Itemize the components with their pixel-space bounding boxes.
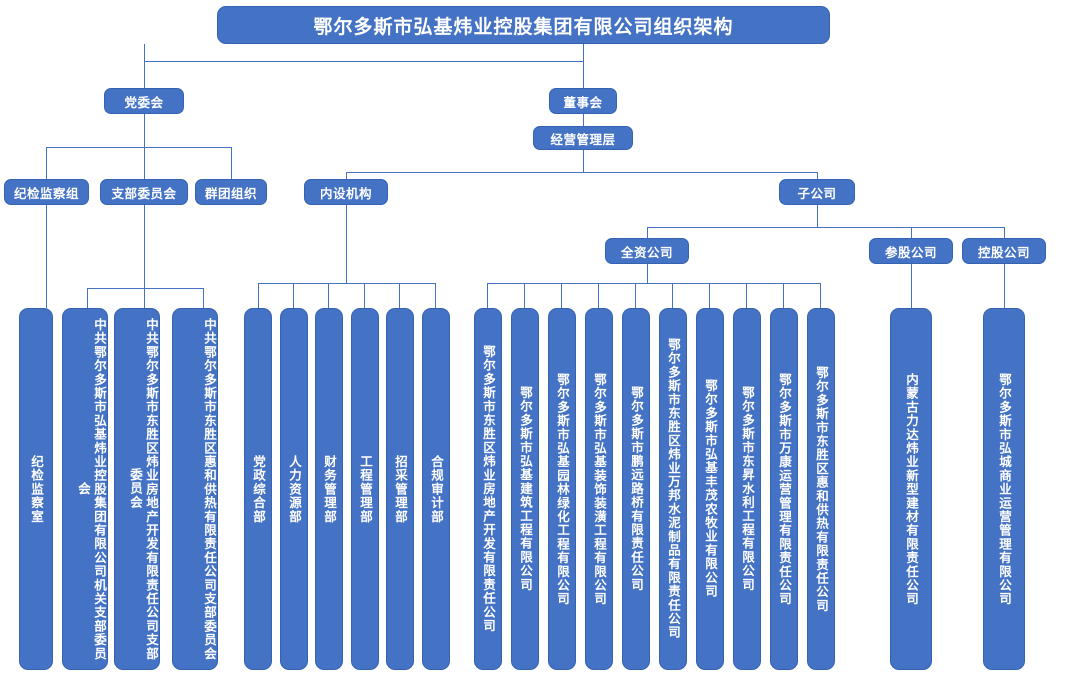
- leaf-department-3[interactable]: 工程管理部: [351, 308, 379, 670]
- connector: [346, 172, 817, 173]
- connector: [598, 283, 599, 308]
- leaf-wholly-owned-2[interactable]: 鄂尔多斯市弘基园林绿化工程有限公司: [548, 308, 576, 670]
- chart-title-box: 鄂尔多斯市弘基炜业控股集团有限公司组织架构: [217, 6, 830, 44]
- leaf-wholly-owned-3[interactable]: 鄂尔多斯市弘基装饰装潢工程有限公司: [585, 308, 613, 670]
- connector: [231, 147, 232, 179]
- connector: [144, 205, 145, 288]
- leaf-wholly-owned-7[interactable]: 鄂尔多斯市东昇水利工程有限公司: [733, 308, 761, 670]
- connector: [258, 283, 435, 284]
- leaf-wholly-owned-6[interactable]: 鄂尔多斯市弘基丰茂农牧业有限公司: [696, 308, 724, 670]
- leaf-discipline-office[interactable]: 纪检监察室: [19, 308, 53, 670]
- connector: [647, 227, 1004, 228]
- connector: [144, 61, 145, 88]
- node-discipline-inspection-group[interactable]: 纪检监察组: [4, 179, 89, 205]
- node-equity-participation-companies[interactable]: 参股公司: [869, 238, 953, 264]
- connector: [346, 205, 347, 283]
- connector: [783, 283, 784, 308]
- leaf-equity-participation-0[interactable]: 内蒙古力达炜业新型建材有限责任公司: [890, 308, 932, 670]
- connector: [144, 61, 583, 62]
- connector: [258, 283, 259, 308]
- leaf-wholly-owned-8[interactable]: 鄂尔多斯市万康运营管理有限责任公司: [770, 308, 798, 670]
- leaf-department-2[interactable]: 财务管理部: [315, 308, 343, 670]
- connector: [46, 147, 231, 148]
- connector: [293, 283, 294, 308]
- connector: [144, 147, 145, 179]
- leaf-wholly-owned-1[interactable]: 鄂尔多斯市弘基建筑工程有限公司: [511, 308, 539, 670]
- connector: [364, 283, 365, 308]
- connector: [820, 283, 821, 308]
- leaf-wholly-owned-9[interactable]: 鄂尔多斯市东胜区惠和供热有限责任公司: [807, 308, 835, 670]
- node-branch-committee[interactable]: 支部委员会: [100, 179, 188, 205]
- node-board-of-directors[interactable]: 董事会: [549, 88, 617, 114]
- connector: [435, 283, 436, 308]
- connector: [87, 288, 88, 308]
- node-mass-organizations[interactable]: 群团组织: [195, 179, 267, 205]
- connector: [144, 44, 145, 61]
- connector: [911, 264, 912, 308]
- node-holding-companies[interactable]: 控股公司: [962, 238, 1046, 264]
- connector: [911, 227, 912, 238]
- leaf-department-1[interactable]: 人力资源部: [280, 308, 308, 670]
- leaf-department-0[interactable]: 党政综合部: [244, 308, 272, 670]
- connector: [144, 288, 145, 308]
- leaf-department-4[interactable]: 招采管理部: [386, 308, 414, 670]
- connector: [487, 283, 821, 284]
- connector: [561, 283, 562, 308]
- node-party-committee[interactable]: 党委会: [104, 88, 184, 114]
- leaf-party-branch-2[interactable]: 中共鄂尔多斯市东胜区惠和供热有限责任公司支部委员会: [172, 308, 218, 670]
- connector: [1004, 227, 1005, 238]
- connector: [709, 283, 710, 308]
- connector: [647, 227, 648, 238]
- leaf-wholly-owned-4[interactable]: 鄂尔多斯市鹏远路桥有限责任公司: [622, 308, 650, 670]
- leaf-holding-0[interactable]: 鄂尔多斯市弘城商业运营管理有限公司: [983, 308, 1025, 670]
- connector: [46, 147, 47, 179]
- connector: [1004, 264, 1005, 308]
- leaf-party-branch-0[interactable]: 中共鄂尔多斯市弘基炜业控股集团有限公司机关支部委员会: [62, 308, 108, 670]
- connector: [524, 283, 525, 308]
- connector: [583, 61, 584, 88]
- connector: [746, 283, 747, 308]
- connector: [399, 283, 400, 308]
- connector: [817, 205, 818, 227]
- connector: [346, 172, 347, 179]
- connector: [328, 283, 329, 308]
- node-subsidiaries[interactable]: 子公司: [779, 179, 855, 205]
- connector: [87, 288, 203, 289]
- connector: [46, 205, 47, 308]
- connector: [144, 114, 145, 147]
- connector: [672, 283, 673, 308]
- leaf-wholly-owned-5[interactable]: 鄂尔多斯市东胜区炜业万邦水泥制品有限责任公司: [659, 308, 687, 670]
- connector: [583, 114, 584, 126]
- connector: [583, 150, 584, 172]
- connector: [647, 264, 648, 283]
- node-management-layer[interactable]: 经营管理层: [533, 126, 633, 150]
- connector: [635, 283, 636, 308]
- leaf-party-branch-1[interactable]: 中共鄂尔多斯市东胜区炜业房地产开发有限责任公司支部委员会: [114, 308, 160, 670]
- node-internal-departments[interactable]: 内设机构: [304, 179, 388, 205]
- connector: [203, 288, 204, 308]
- connector: [583, 44, 584, 61]
- connector: [487, 283, 488, 308]
- leaf-wholly-owned-0[interactable]: 鄂尔多斯市东胜区炜业房地产开发有限责任公司: [474, 308, 502, 670]
- node-wholly-owned-companies[interactable]: 全资公司: [605, 238, 689, 264]
- leaf-department-5[interactable]: 合规审计部: [422, 308, 450, 670]
- connector: [817, 172, 818, 179]
